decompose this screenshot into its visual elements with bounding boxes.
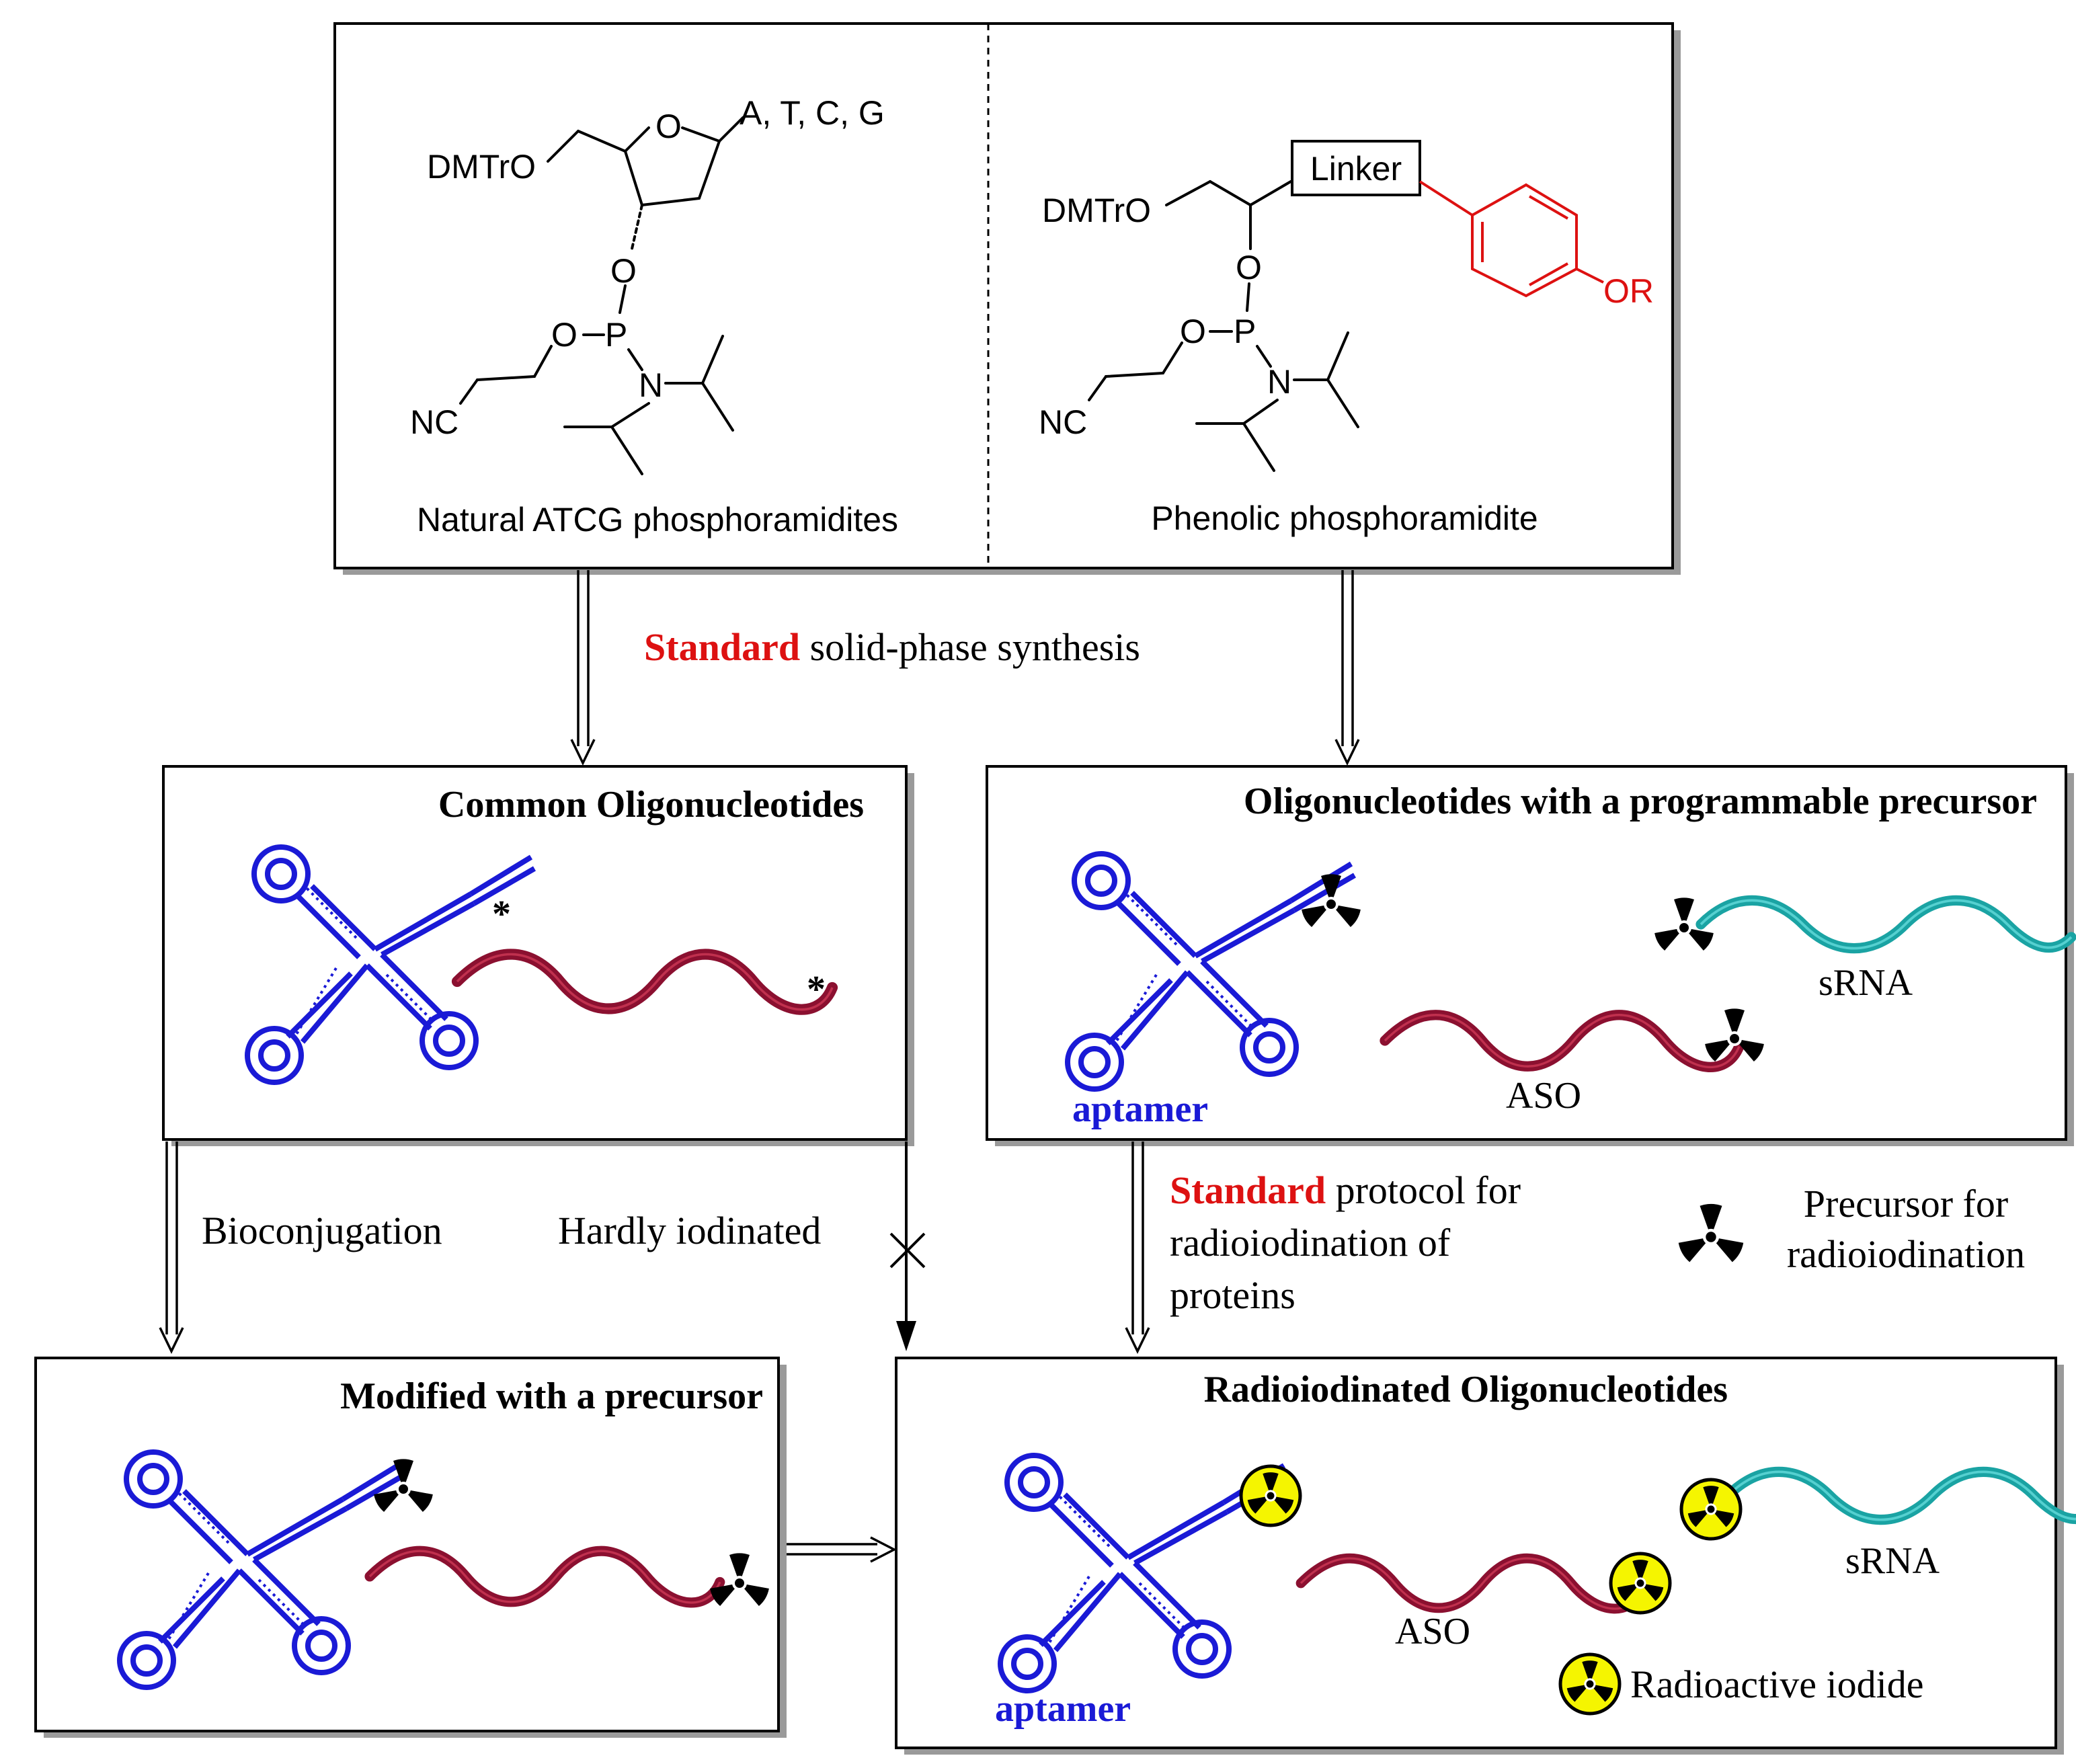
phenolic-caption: Phenolic phosphoramidite: [1151, 499, 1538, 537]
or-group-label: OR: [1603, 272, 1654, 310]
legend-precursor-line1: Precursor for: [1804, 1182, 2008, 1226]
o-label-left-2: O: [551, 316, 577, 354]
programmable-title: Oligonucleotides with a programmable pre…: [1244, 780, 2037, 822]
aso-label-programmable: ASO: [1506, 1075, 1581, 1117]
linker-box: [1291, 140, 1421, 196]
middle-arrows: [159, 1141, 1150, 1563]
hardly-iodinated-label: Hardly iodinated: [558, 1209, 821, 1252]
legend-radioactive-label: Radioactive iodide: [1630, 1662, 1923, 1706]
synthesis-rest: solid-phase synthesis: [800, 625, 1140, 669]
n-label-right: N: [1267, 363, 1291, 401]
aptamer-label-programmable: aptamer: [1072, 1088, 1208, 1130]
srna-label-radio: sRNA: [1845, 1540, 1940, 1582]
asterisk-aso: *: [807, 969, 826, 1010]
radioiodinated-box: Radioiodinated Oligonucleotides aptamer …: [895, 1357, 2076, 1755]
radioactive-iodide-icon: [1681, 1480, 1741, 1539]
protocol-line2: radioiodination of: [1170, 1221, 1451, 1265]
common-title: Common Oligonucleotides: [438, 784, 864, 826]
ring-oxygen-left: O: [655, 108, 682, 145]
cross-mark-icon: [889, 1232, 926, 1269]
precursor-legend: Precursor for radioiodination: [1677, 1182, 2025, 1276]
nc-label-right: NC: [1039, 403, 1087, 441]
common-oligos-box: Common Oligonucleotides * *: [162, 765, 914, 1146]
dmtro-label-right: DMTrO: [1042, 192, 1151, 229]
phenolic-phosphoramidite-structure: DMTrO Linker OR O P O NC N: [1039, 140, 1654, 472]
p-label-right: P: [1234, 313, 1256, 350]
o-label-left-1: O: [610, 252, 637, 290]
natural-caption: Natural ATCG phosphoramidites: [417, 501, 898, 538]
radio-title: Radioiodinated Oligonucleotides: [1204, 1369, 1728, 1410]
aso-label-radio: ASO: [1395, 1611, 1470, 1652]
o-label-right-1: O: [1236, 249, 1262, 286]
programmable-oligos-box: Oligonucleotides with a programmable pre…: [986, 765, 2074, 1146]
aptamer-label-radio: aptamer: [995, 1688, 1131, 1730]
dmtro-label-left: DMTrO: [427, 148, 536, 186]
synthesis-label: Standard solid-phase synthesis: [644, 625, 1140, 669]
protocol-line1: protocol for: [1326, 1168, 1521, 1212]
synthesis-standard: Standard: [644, 625, 800, 669]
protocol-label: Standard protocol for radioiodination of…: [1170, 1168, 1531, 1317]
protocol-standard: Standard: [1170, 1168, 1326, 1212]
synthesis-arrows: [570, 570, 1360, 766]
o-label-right-2: O: [1180, 313, 1206, 350]
modified-box: Modified with a precursor: [34, 1357, 787, 1738]
radioactive-iodide-icon: [1241, 1466, 1300, 1525]
protocol-line3: proteins: [1170, 1273, 1295, 1317]
linker-label: Linker: [1310, 150, 1402, 188]
legend-precursor-line2: radioiodination: [1787, 1232, 2025, 1276]
natural-phosphoramidite-structure: DMTrO O A, T, C, G O P O NC N: [410, 94, 885, 475]
p-label-left: P: [605, 316, 627, 354]
srna-label-programmable: sRNA: [1819, 962, 1913, 1004]
top-panel: DMTrO O A, T, C, G O P O NC N: [333, 22, 1681, 575]
radiation-precursor-icon: [1677, 1203, 1745, 1263]
bases-label: A, T, C, G: [740, 94, 885, 132]
radioactive-iodide-icon: [1560, 1654, 1620, 1714]
asterisk-aptamer: *: [492, 893, 511, 935]
nc-label-left: NC: [410, 403, 458, 441]
modified-title: Modified with a precursor: [340, 1375, 763, 1417]
radioactive-iodide-icon: [1611, 1554, 1670, 1613]
bioconjugation-label: Bioconjugation: [202, 1209, 442, 1252]
n-label-left: N: [639, 366, 663, 404]
